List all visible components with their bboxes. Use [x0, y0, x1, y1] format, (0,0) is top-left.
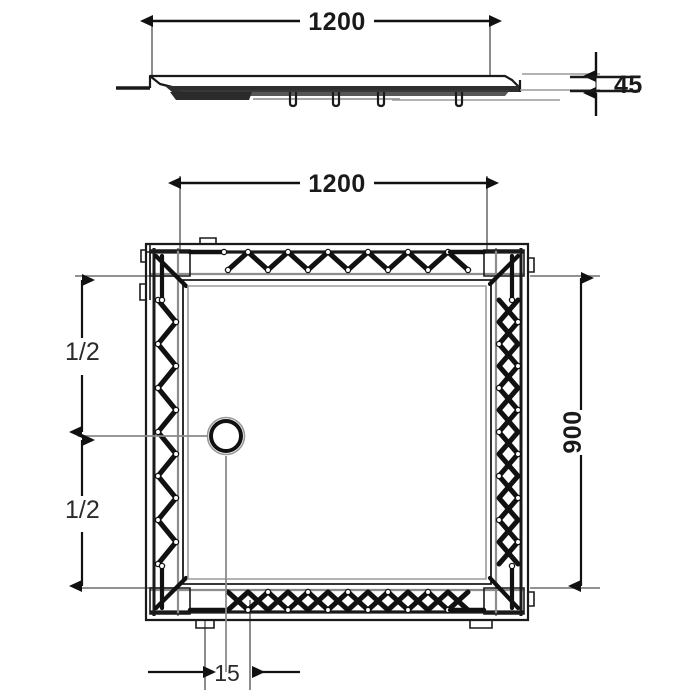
- plan-view: 1200: [65, 170, 600, 690]
- dimension-tray-height-label: 45: [614, 71, 643, 99]
- dimension-drain-lower-half: 1/2: [65, 434, 100, 592]
- corner-fittings: [146, 244, 525, 615]
- dimension-drain-offset-label: 15: [214, 660, 240, 686]
- dimension-drain-upper-half-label: 1/2: [65, 338, 100, 366]
- truss-bottom: [225, 588, 471, 614]
- dimension-drain-offset: 15: [148, 660, 300, 686]
- dimension-plan-depth-label: 900: [559, 410, 587, 453]
- dimension-drain-upper-half: 1/2: [65, 274, 100, 438]
- truss-top: [224, 248, 472, 274]
- dimension-plan-width: 1200: [168, 170, 499, 198]
- dimension-plan-width-label: 1200: [308, 170, 366, 198]
- drain-centerlines: [78, 435, 227, 672]
- truss-right: [495, 297, 522, 567]
- dimension-plan-depth: 900: [559, 272, 594, 592]
- support-frame: [139, 237, 535, 629]
- frame-nubs: [139, 237, 535, 629]
- tray-profile: [116, 73, 600, 101]
- drain-hole: [206, 416, 246, 456]
- side-elevation-view: 1200: [116, 8, 643, 116]
- dimension-top-width: 1200: [140, 8, 502, 36]
- support-feet: [288, 92, 464, 108]
- dimension-top-width-label: 1200: [308, 8, 366, 36]
- dimension-drain-lower-half-label: 1/2: [65, 496, 100, 524]
- dimension-tray-height: 45: [570, 52, 643, 116]
- truss-left: [154, 296, 180, 568]
